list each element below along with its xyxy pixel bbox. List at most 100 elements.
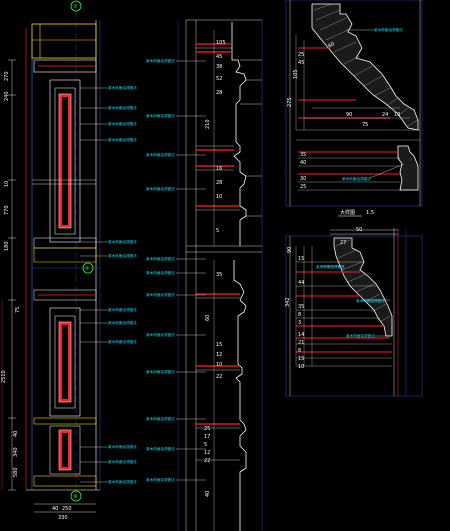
svg-text:8: 8 [298,348,301,354]
callout-label: 某木饰面油漆做法 [146,292,175,297]
svg-text:28: 28 [216,90,222,96]
svg-text:15: 15 [298,356,304,362]
callout-label: 某木饰面油漆做法 [146,446,175,451]
callout-label: 某木饰面油漆做法 [108,339,137,344]
callout-label: 某木饰面油漆做法 [146,270,175,275]
callout-label: 某木饰面油漆做法 [146,186,175,191]
svg-text:21: 21 [298,340,304,346]
svg-text:22: 22 [216,374,222,380]
callout-label: 某木饰面油漆做法 [356,298,385,303]
svg-text:10: 10 [4,181,10,187]
callout-label: 某木饰面油漆做法 [108,239,137,244]
svg-text:330: 330 [58,515,68,521]
svg-text:240: 240 [4,91,10,101]
svg-text:52: 52 [216,76,222,82]
svg-text:90: 90 [346,112,352,118]
svg-text:12: 12 [204,450,210,456]
grid-marker-top: ① [70,0,82,12]
callout-label: 某木饰面油漆做法 [108,479,137,484]
callout-label: 某木饰面油漆做法 [146,113,175,118]
svg-text:2510: 2510 [1,370,7,383]
svg-text:①: ① [73,4,78,10]
svg-text:35: 35 [300,152,306,158]
bottom-detail [285,228,423,397]
svg-text:44: 44 [298,280,304,286]
svg-text:3: 3 [298,320,301,326]
callout-label: 某木饰面油漆做法 [108,105,137,110]
callout-label: 某木饰面油漆做法 [346,333,375,338]
svg-text:②: ② [85,266,90,272]
svg-text:580: 580 [13,467,19,477]
svg-text:25: 25 [298,52,304,58]
svg-text:770: 770 [4,205,10,215]
svg-text:40: 40 [13,431,19,437]
callout-label: 某木饰面油漆做法 [108,253,137,258]
svg-text:342: 342 [285,297,291,307]
callout-label: 某木饰面油漆做法 [374,27,403,32]
callout-label: 某木饰面油漆做法 [108,307,137,312]
top-detail-dimensions: 60 25 45 90 24 10 75 275 105 35 40 30 25 [287,41,400,190]
callout-label: 某木饰面油漆做法 [146,477,175,482]
callout-label: 某木饰面油漆做法 [342,176,371,181]
svg-text:275: 275 [287,97,293,107]
callout-label: 某木饰面油漆做法 [146,58,175,63]
svg-text:60: 60 [327,41,336,49]
svg-text:60: 60 [205,315,211,321]
left-callouts: 某木饰面油漆做法 某木饰面油漆做法 某木饰面油漆做法 某木饰面油漆做法 某木饰面… [108,85,137,484]
middle-callouts: 某木饰面油漆做法 某木饰面油漆做法 某木饰面油漆做法 某木饰面油漆做法 某木饰面… [146,58,175,482]
svg-text:75: 75 [15,307,21,313]
svg-text:10: 10 [298,364,304,370]
svg-text:180: 180 [4,241,10,251]
svg-text:16: 16 [216,166,222,172]
callout-label: 某木饰面油漆做法 [108,137,137,142]
section-column [176,19,263,531]
svg-text:35: 35 [298,304,304,310]
svg-text:25: 25 [300,184,306,190]
svg-text:8: 8 [298,312,301,318]
svg-text:30: 30 [300,176,306,182]
svg-text:10: 10 [216,194,222,200]
svg-text:50: 50 [356,227,362,233]
svg-text:③: ③ [73,494,77,500]
grid-marker-middle: ② [82,262,94,274]
svg-text:22: 22 [204,458,210,464]
bottom-detail-dimensions: 50 27 90 15 44 35 8 3 14 21 8 15 10 342 [285,227,362,370]
top-detail [285,0,423,207]
callout-label: 某木饰面油漆做法 [108,121,137,126]
svg-text:105: 105 [293,69,299,79]
svg-text:340: 340 [13,447,19,457]
callout-label: 某木饰面油漆做法 [146,416,175,421]
svg-text:5: 5 [204,442,207,448]
svg-text:14: 14 [298,332,304,338]
svg-text:27: 27 [340,240,346,246]
svg-text:40: 40 [205,491,211,497]
svg-text:17: 17 [204,434,210,440]
svg-text:35: 35 [216,272,222,278]
callout-label: 某木饰面油漆做法 [108,320,137,325]
svg-text:25: 25 [204,426,210,432]
svg-text:270: 270 [4,71,10,81]
left-elevation [1,0,108,513]
svg-text:45: 45 [298,60,304,66]
callout-label: 某木饰面油漆做法 [146,332,175,337]
detail-title: 大样图 1:5 [338,209,374,217]
svg-text:45: 45 [216,54,222,60]
callout-label: 某木饰面油漆做法 [146,369,175,374]
svg-text:5: 5 [216,228,219,234]
svg-text:38: 38 [216,64,222,70]
section-dimensions: 105 45 38 52 28 210 16 28 10 5 35 60 15 … [204,40,226,497]
svg-text:12: 12 [216,352,222,358]
svg-text:75: 75 [362,122,368,128]
svg-text:40: 40 [52,506,58,512]
svg-text:210: 210 [205,119,211,129]
callout-label: 某木饰面油漆做法 [146,152,175,157]
svg-text:40: 40 [300,160,306,166]
svg-text:90: 90 [287,247,293,253]
svg-text:250: 250 [62,506,72,512]
top-detail-callout: 某木饰面油漆做法 某木饰面油漆做法 [342,27,405,181]
svg-text:10: 10 [216,362,222,368]
bottom-dimensions: 40 250 330 [52,506,72,521]
callout-label: 某木饰面油漆做法 [316,264,345,269]
svg-text:24: 24 [382,112,388,118]
